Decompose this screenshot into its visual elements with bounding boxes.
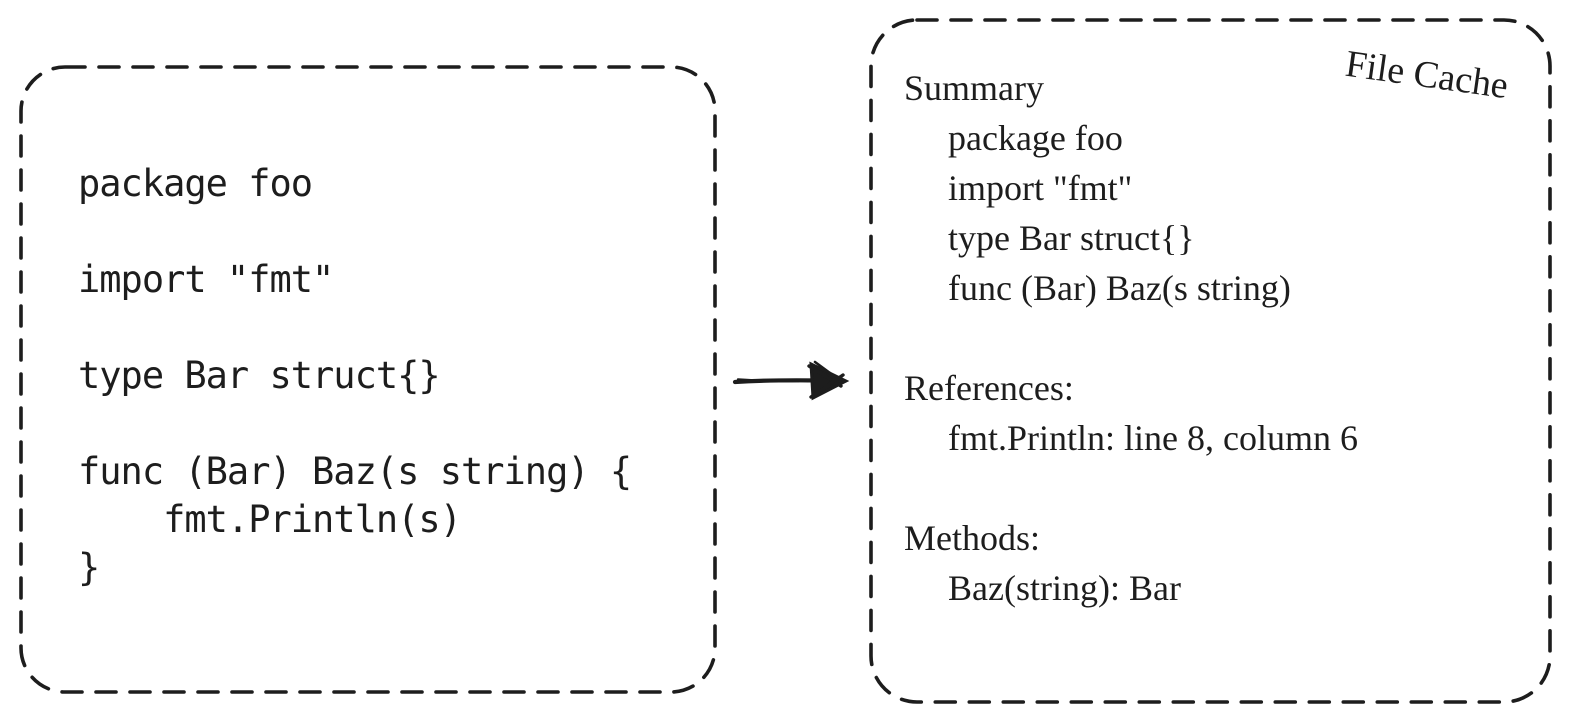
references-heading: References:	[904, 368, 1074, 408]
summary-item: func (Bar) Baz(s string)	[948, 268, 1291, 308]
summary-heading: Summary	[904, 68, 1044, 108]
summary-item: import "fmt"	[948, 168, 1133, 208]
file-cache-box: File Cache Summary package foo import "f…	[868, 17, 1553, 705]
right-arrow-icon	[732, 360, 850, 401]
methods-section: Methods: Baz(string): Bar	[904, 513, 1497, 613]
summary-items: package foo import "fmt" type Bar struct…	[904, 113, 1497, 313]
methods-heading: Methods:	[904, 518, 1041, 558]
cache-content: Summary package foo import "fmt" type Ba…	[904, 63, 1497, 663]
methods-items: Baz(string): Bar	[904, 563, 1497, 613]
method-item: Baz(string): Bar	[948, 568, 1181, 608]
go-source-code: package foo import "fmt" type Bar struct…	[78, 162, 632, 589]
source-code-box: package foo import "fmt" type Bar struct…	[18, 64, 718, 695]
reference-item: fmt.Println: line 8, column 6	[948, 418, 1358, 458]
references-items: fmt.Println: line 8, column 6	[904, 413, 1497, 463]
references-section: References: fmt.Println: line 8, column …	[904, 363, 1497, 463]
summary-section: Summary package foo import "fmt" type Ba…	[904, 63, 1497, 313]
summary-item: type Bar struct{}	[948, 218, 1195, 258]
summary-item: package foo	[948, 118, 1123, 158]
